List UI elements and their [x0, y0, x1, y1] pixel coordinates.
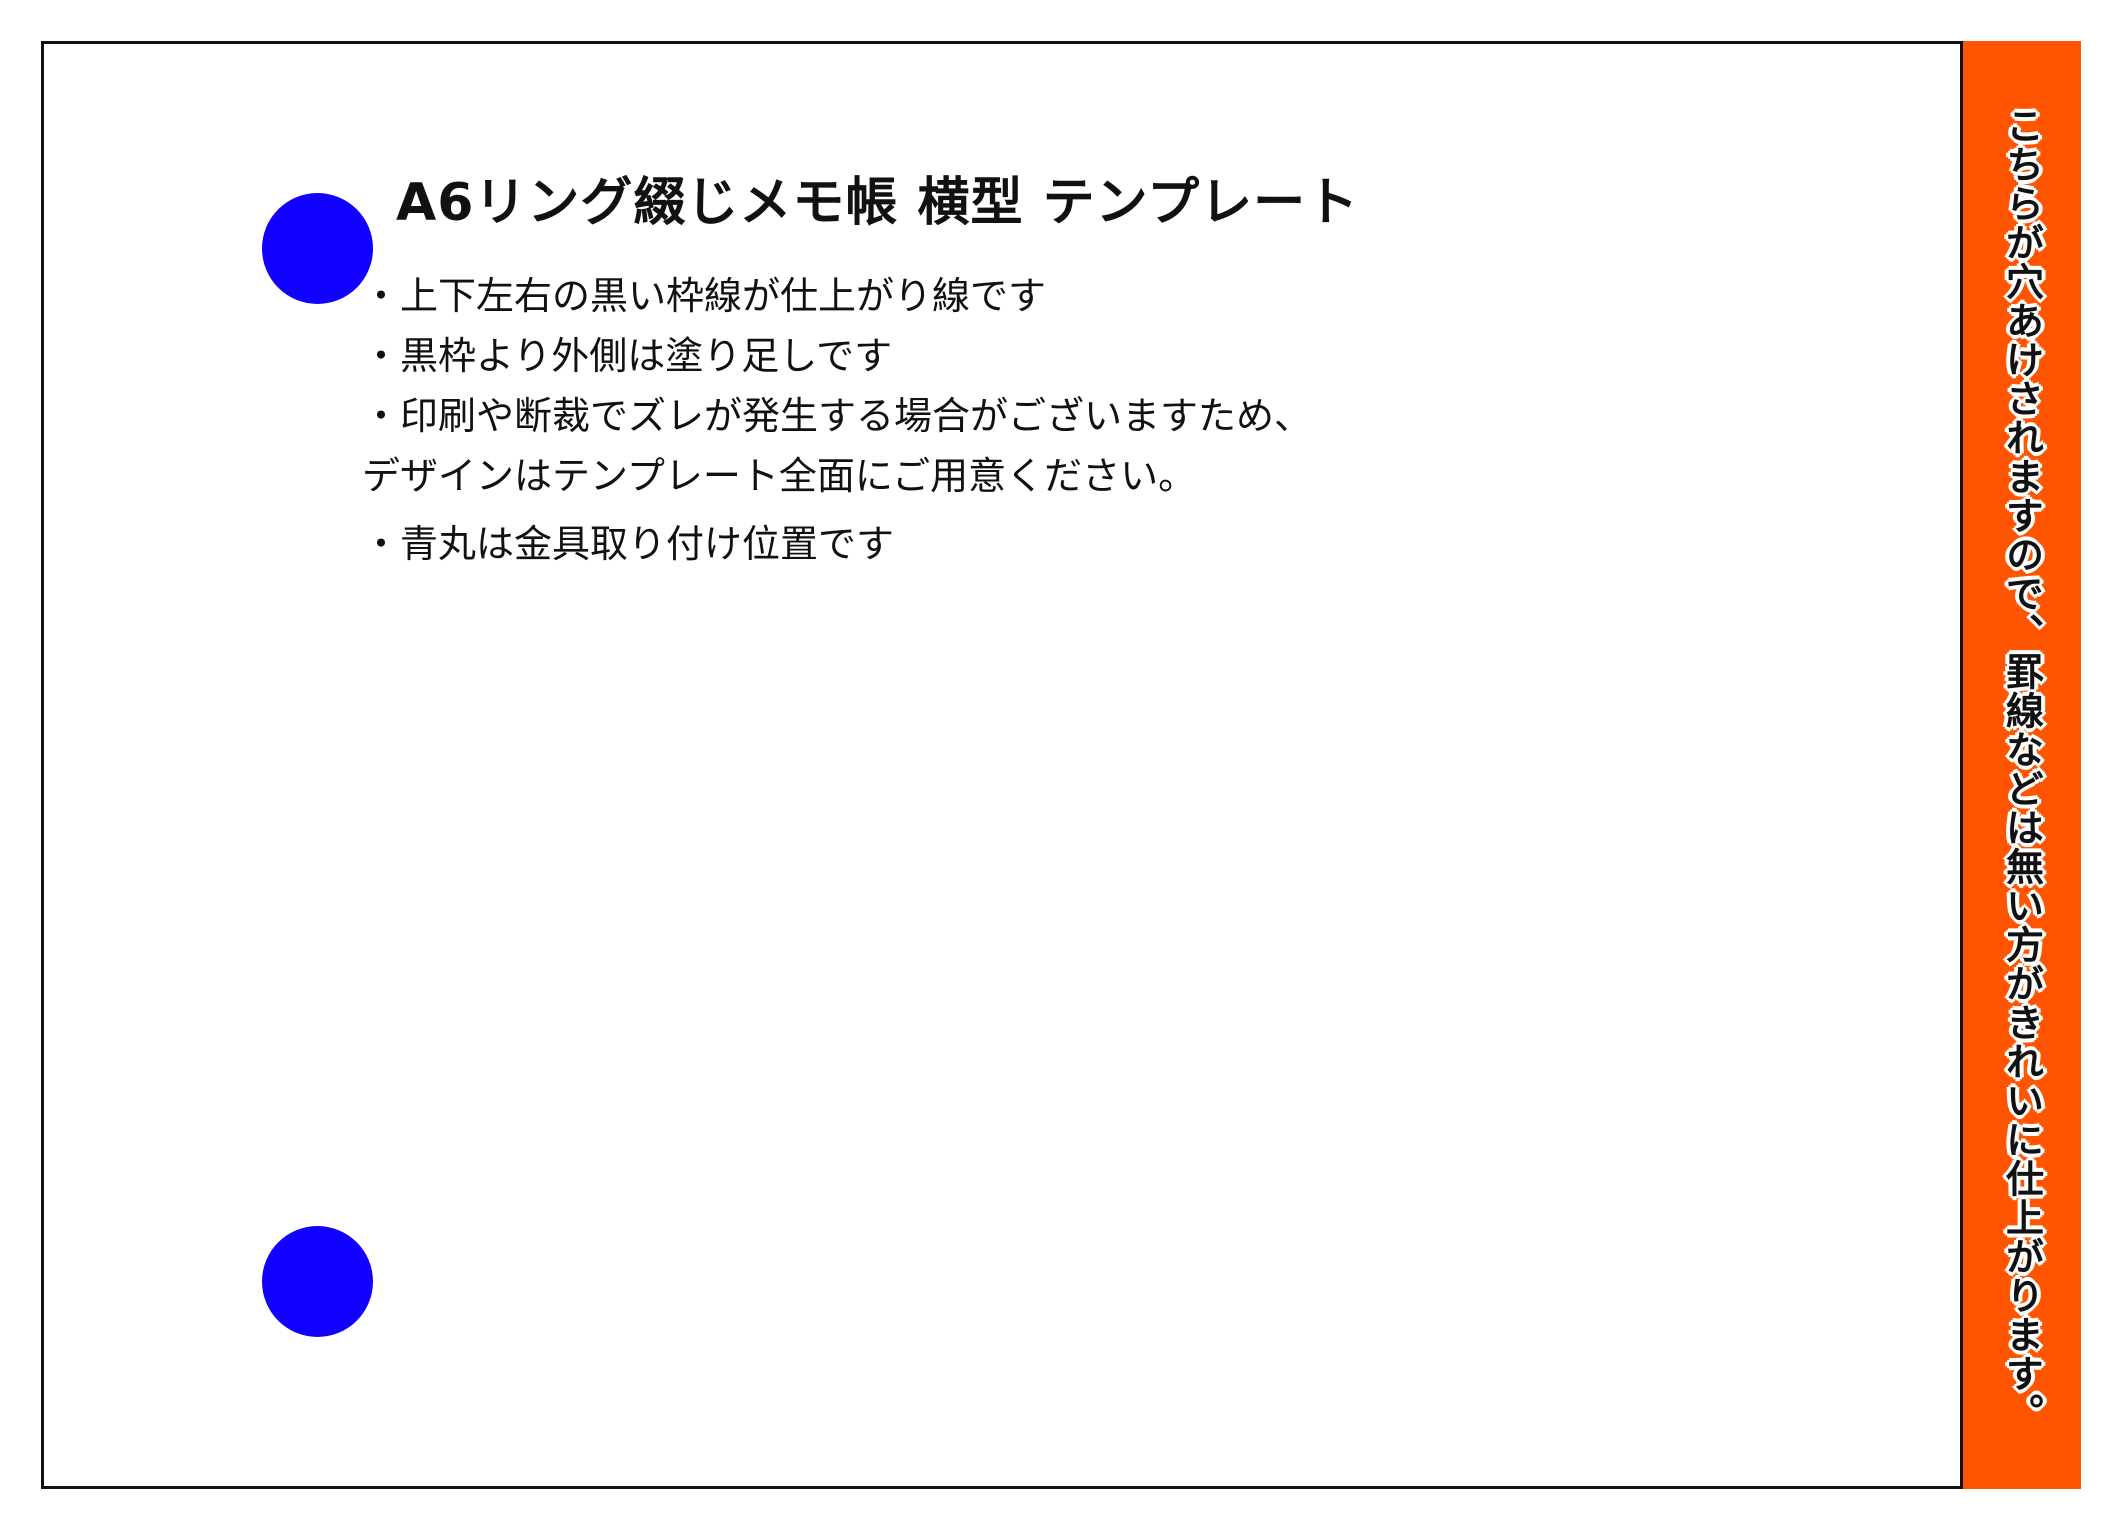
punch-area-band: こちらが穴あけされますので、罫線などは無い方がきれいに仕上がります。	[1960, 41, 2081, 1489]
instruction-hole-position: ・青丸は金具取り付け位置です	[362, 522, 895, 566]
instruction-bleed: ・黒枠より外側は塗り足しです	[362, 334, 893, 378]
ring-hole-bottom	[262, 1226, 373, 1337]
instruction-list: ・上下左右の黒い枠線が仕上がり線です ・黒枠より外側は塗り足しです ・印刷や断裁…	[362, 266, 1312, 574]
ring-hole-top	[262, 193, 373, 304]
instruction-trim-line: ・上下左右の黒い枠線が仕上がり線です	[362, 274, 1047, 318]
trim-frame	[41, 41, 2081, 1489]
instruction-misalignment: ・印刷や断裁でズレが発生する場合がございますため、	[362, 394, 1313, 438]
page-title: A6リング綴じメモ帳 横型 テンプレート	[396, 173, 1360, 233]
punch-area-note: こちらが穴あけされますので、罫線などは無い方がきれいに仕上がります。	[1999, 106, 2044, 1432]
instruction-full-design: デザインはテンプレート全面にご用意ください。	[362, 454, 1197, 498]
